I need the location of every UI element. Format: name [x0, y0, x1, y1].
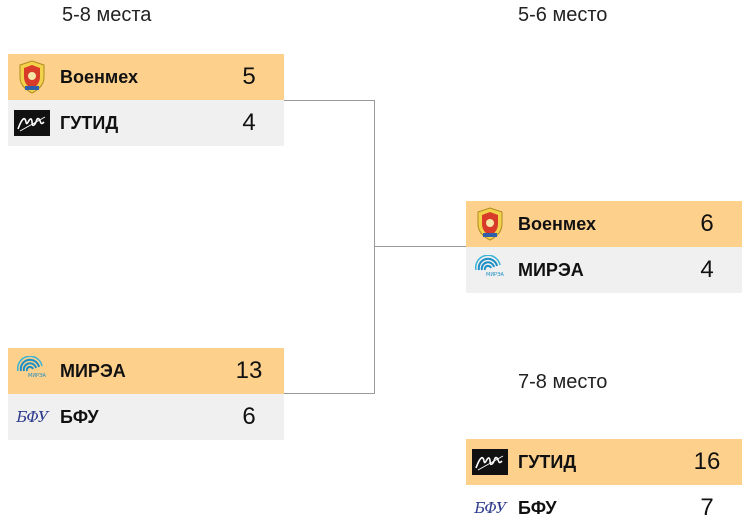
team-row-winner: МИРЭА МИРЭА 13 [8, 348, 284, 394]
team-row-winner: Военмех 5 [8, 54, 284, 100]
team-row-loser: МИРЭА МИРЭА 4 [466, 247, 742, 293]
team-name: Военмех [60, 66, 138, 87]
heading-place-5-6: 5-6 место [518, 4, 608, 26]
match-semifinal-top: Военмех 5 ГУТИД 4 [8, 54, 284, 146]
gutid-signature-icon [472, 444, 508, 480]
bracket-connector-out [374, 246, 466, 247]
bracket-connector-top [283, 100, 375, 101]
mirea-waves-icon: МИРЭА [14, 353, 50, 389]
team-name: МИРЭА [60, 360, 126, 381]
team-name: МИРЭА [518, 259, 584, 280]
bfu-letters-icon: БФУ [474, 499, 506, 517]
team-row-loser: БФУ БФУ 7 [466, 485, 742, 531]
team-name: ГУТИД [60, 112, 119, 133]
bfu-letters-icon: БФУ [16, 408, 48, 426]
team-score: 13 [235, 357, 263, 384]
team-name: Военмех [518, 213, 596, 234]
mirea-waves-icon: МИРЭА [472, 252, 508, 288]
match-place-5-6: Военмех 6 МИРЭА МИРЭА 4 [466, 201, 742, 293]
voenmeh-crest-icon [14, 59, 50, 95]
bracket-connector-bottom [283, 393, 375, 394]
team-score: 7 [700, 494, 714, 521]
team-row-winner: Военмех 6 [466, 201, 742, 247]
match-semifinal-bottom: МИРЭА МИРЭА 13 БФУ БФУ 6 [8, 348, 284, 440]
team-score: 6 [242, 403, 256, 430]
team-row-loser: ГУТИД 4 [8, 100, 284, 146]
heading-place-7-8: 7-8 место [518, 371, 608, 393]
svg-text:МИРЭА: МИРЭА [486, 272, 505, 278]
team-score: 16 [693, 448, 721, 475]
match-place-7-8: ГУТИД 16 БФУ БФУ 7 [466, 439, 742, 531]
team-name: БФУ [518, 497, 557, 518]
voenmeh-crest-icon [472, 206, 508, 242]
bracket-connector-vertical [374, 100, 375, 394]
team-name: БФУ [60, 406, 99, 427]
gutid-signature-icon [14, 105, 50, 141]
heading-places-5-8: 5-8 места [62, 4, 152, 26]
team-row-loser: БФУ БФУ 6 [8, 394, 284, 440]
team-score: 6 [700, 210, 714, 237]
team-score: 4 [700, 256, 714, 283]
team-name: ГУТИД [518, 451, 577, 472]
svg-text:МИРЭА: МИРЭА [28, 373, 47, 379]
team-score: 4 [242, 109, 256, 136]
team-score: 5 [242, 63, 256, 90]
team-row-winner: ГУТИД 16 [466, 439, 742, 485]
